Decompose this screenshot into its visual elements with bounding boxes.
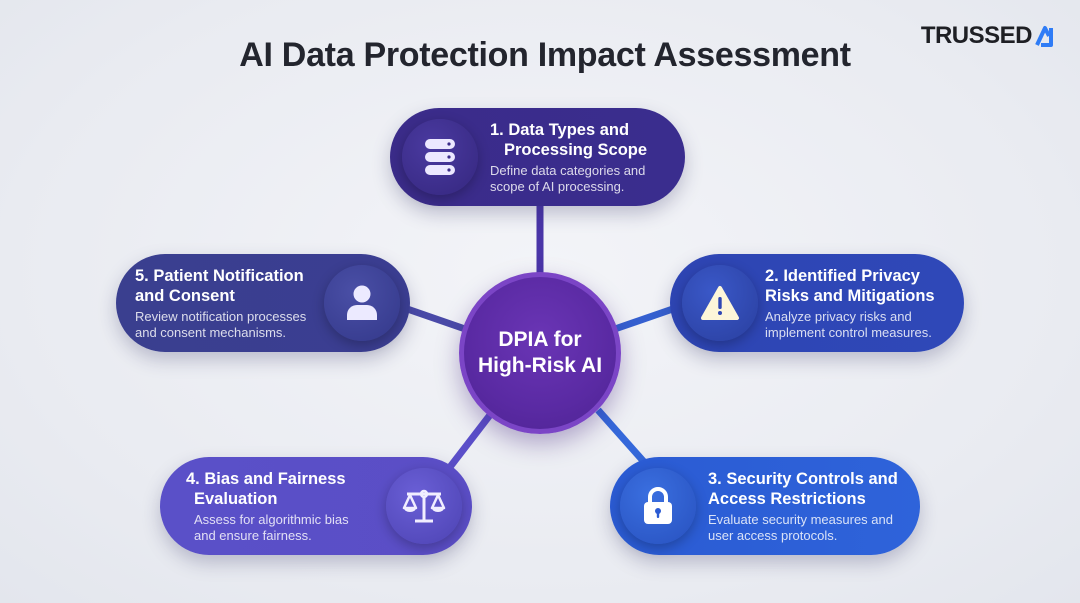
- card-icon-circle: [386, 468, 462, 544]
- user-icon: [347, 285, 377, 320]
- card-security-controls: 3. Security Controls and Access Restrict…: [610, 457, 920, 555]
- card-title: 2. Identified Privacy Risks and Mitigati…: [765, 267, 935, 305]
- card-icon-circle: [402, 119, 478, 195]
- card-title: 1. Data Types and Processing Scope: [490, 121, 648, 159]
- card-icon-circle: [324, 265, 400, 341]
- card-icon-circle: [682, 265, 758, 341]
- warning-icon: [701, 286, 739, 320]
- center-hub: DPIA for High-Risk AI: [459, 272, 621, 434]
- card-bias-fairness: 4. Bias and Fairness Evaluation Assess f…: [160, 457, 472, 555]
- card-patient-notification: 5. Patient Notification and Consent Revi…: [116, 254, 410, 352]
- card-icon-circle: [620, 468, 696, 544]
- card-description: Define data categories and scope of AI p…: [490, 163, 646, 194]
- trussed-logo: TRUSSED: [921, 22, 1056, 50]
- ai-logo-mark-icon: [1035, 26, 1053, 47]
- card-privacy-risks: 2. Identified Privacy Risks and Mitigati…: [670, 254, 964, 352]
- card-title: 5. Patient Notification and Consent: [135, 267, 304, 305]
- card-description: Evaluate security measures and user acce…: [708, 512, 893, 543]
- card-description: Review notification processes and consen…: [135, 309, 307, 340]
- card-title: 4. Bias and Fairness Evaluation: [186, 470, 346, 508]
- card-description: Analyze privacy risks and implement cont…: [765, 309, 932, 340]
- logo-text: TRUSSED: [920, 22, 1033, 49]
- scales-icon: [402, 489, 446, 523]
- page-title: AI Data Protection Impact Assessment: [239, 36, 851, 74]
- card-data-types: 1. Data Types and Processing Scope Defin…: [390, 108, 685, 206]
- card-description: Assess for algorithmic bias and ensure f…: [194, 512, 349, 543]
- database-icon: [425, 139, 455, 175]
- lock-icon: [644, 487, 672, 524]
- card-title: 3. Security Controls and Access Restrict…: [708, 470, 898, 508]
